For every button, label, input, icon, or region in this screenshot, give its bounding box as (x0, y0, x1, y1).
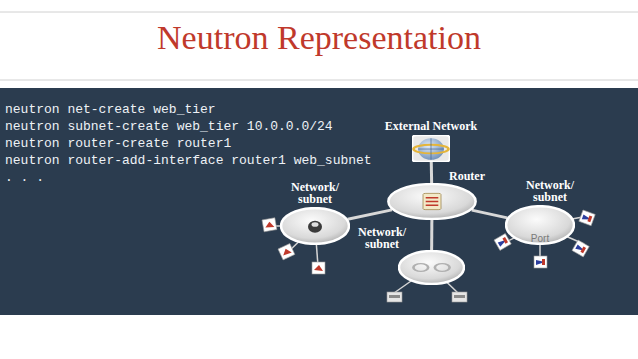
router-node: Router (387, 183, 477, 220)
command-line: . . . (5, 169, 44, 186)
port-label: Port (505, 233, 575, 244)
network-node: Network/ subnet (398, 250, 465, 285)
network-node: Network/ subnet (280, 207, 350, 245)
network-link (472, 210, 508, 218)
command-line: neutron net-create web_tier (5, 101, 216, 118)
node-shape (387, 183, 477, 220)
command-line: neutron subnet-create web_tier 10.0.0.0/… (5, 118, 333, 135)
dark-panel (0, 88, 638, 315)
network-node: Network/ subnetPort (505, 205, 575, 245)
node-heading: Network/ subnet (283, 181, 347, 205)
node-heading: Network/ subnet (518, 179, 582, 203)
rule-line (0, 80, 638, 81)
slide-title: Neutron Representation (0, 18, 638, 58)
external-network-node: External Network (412, 135, 450, 162)
node-shape (412, 135, 450, 162)
rule-line (0, 12, 638, 13)
network-link (348, 210, 392, 219)
node-heading: Router (449, 170, 499, 182)
command-line: neutron router-create router1 (5, 135, 231, 152)
network-link (430, 220, 433, 250)
node-heading: External Network (371, 120, 491, 132)
node-shape (280, 207, 350, 245)
node-heading: Network/ subnet (354, 226, 410, 250)
network-link (430, 162, 433, 183)
node-shape (398, 250, 465, 285)
command-line: neutron router-add-interface router1 web… (5, 152, 372, 169)
